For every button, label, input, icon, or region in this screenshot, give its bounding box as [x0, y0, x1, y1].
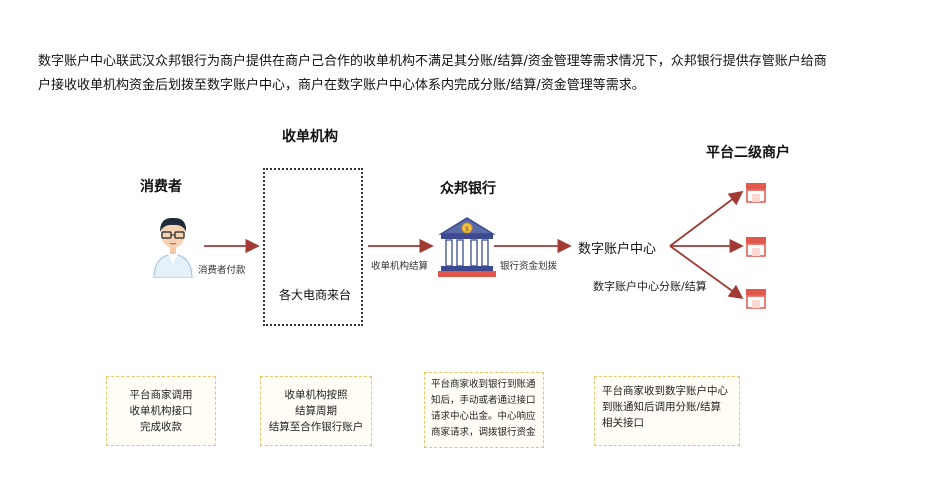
- note-card-2: 收单机构按照 结算周期 结算至合作银行账户: [260, 376, 372, 446]
- note-line: 请求中心出金。中心响应: [431, 411, 536, 422]
- note-line: 到账通知后调用分账/结算: [602, 401, 722, 413]
- consumer-title: 消费者: [140, 179, 182, 195]
- label-bank-transfer: 银行资金划拨: [500, 261, 558, 272]
- acquirer-title: 收单机构: [282, 129, 338, 145]
- digital-center-subtitle: 数字账户中心分账/结算: [593, 280, 707, 293]
- svg-text:$: $: [465, 225, 469, 233]
- person-avatar-icon: [150, 212, 196, 282]
- bank-title: 众邦银行: [440, 181, 496, 197]
- note-card-4: 平台商家收到数字账户中心 到账通知后调用分账/结算 相关接口: [594, 376, 740, 446]
- note-line: 商家请求，调拨银行资金: [431, 427, 536, 438]
- acquirer-inner-label: 各大电商来台: [279, 288, 352, 302]
- note-line: 结算周期: [295, 405, 337, 417]
- note-line: 相关接口: [602, 417, 644, 429]
- note-card-1: 平台商家调用 收单机构接口 完成收款: [106, 376, 216, 446]
- note-line: 完成收款: [140, 421, 182, 433]
- store-icon: [744, 180, 768, 208]
- label-consumer-pay: 消费者付款: [198, 265, 246, 276]
- intro-line-1: 数字账户中心联武汉众邦银行为商户提供在商户己合作的收单机构不满足其分账/结算/资…: [38, 54, 827, 69]
- merchants-title: 平台二级商户: [706, 145, 790, 161]
- arrow-center-to-merchant-1: [669, 190, 744, 247]
- note-card-3: 平台商家收到银行到账通 知后，手动或者通过接口 请求中心出金。中心响应 商家请求…: [424, 372, 544, 448]
- store-icon: [744, 234, 768, 262]
- note-line: 平台商家调用: [129, 389, 193, 401]
- note-line: 收单机构接口: [129, 405, 193, 417]
- note-line: 结算至合作银行账户: [268, 421, 364, 433]
- digital-center-title: 数字账户中心: [578, 242, 657, 257]
- note-line: 平台商家收到数字账户中心: [602, 385, 728, 397]
- intro-paragraph: 数字账户中心联武汉众邦银行为商户提供在商户己合作的收单机构不满足其分账/结算/资…: [38, 50, 898, 98]
- label-acquirer-settle: 收单机构结算: [371, 261, 429, 272]
- note-line: 平台商家收到银行到账通: [431, 379, 536, 390]
- store-icon: [744, 286, 768, 314]
- bank-building-icon: $: [437, 214, 497, 284]
- note-line: 收单机构按照: [284, 389, 348, 401]
- arrow-center-to-merchant-3: [669, 245, 744, 300]
- note-line: 知后，手动或者通过接口: [431, 395, 536, 406]
- intro-line-2: 户接收收单机构资金后划拨至数字账户中心，商户在数字账户中心体系内完成分账/结算/…: [38, 78, 645, 93]
- acquirer-box: [263, 168, 363, 326]
